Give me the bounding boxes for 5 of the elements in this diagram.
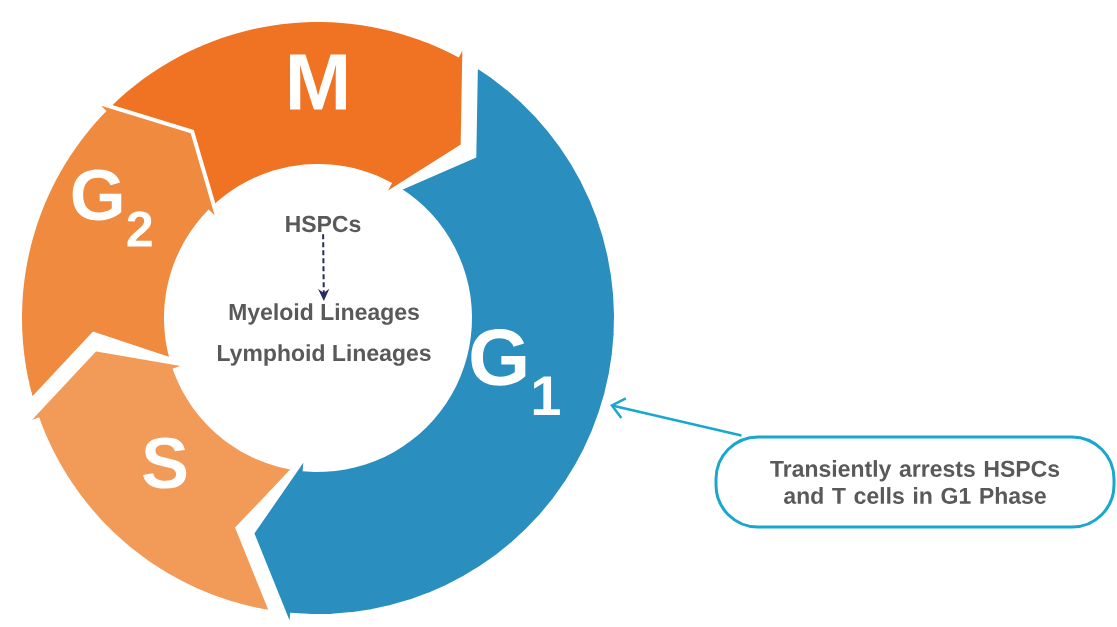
cell-label: Lymphoid Lineages (218, 344, 431, 366)
callout-box: Transiently arrests HSPCs and T cells in G1 Phase (714, 435, 1116, 529)
cell-label: HSPCs (286, 215, 361, 233)
cell-label: Myeloid Lineages (229, 303, 419, 325)
arrow (610, 397, 742, 437)
